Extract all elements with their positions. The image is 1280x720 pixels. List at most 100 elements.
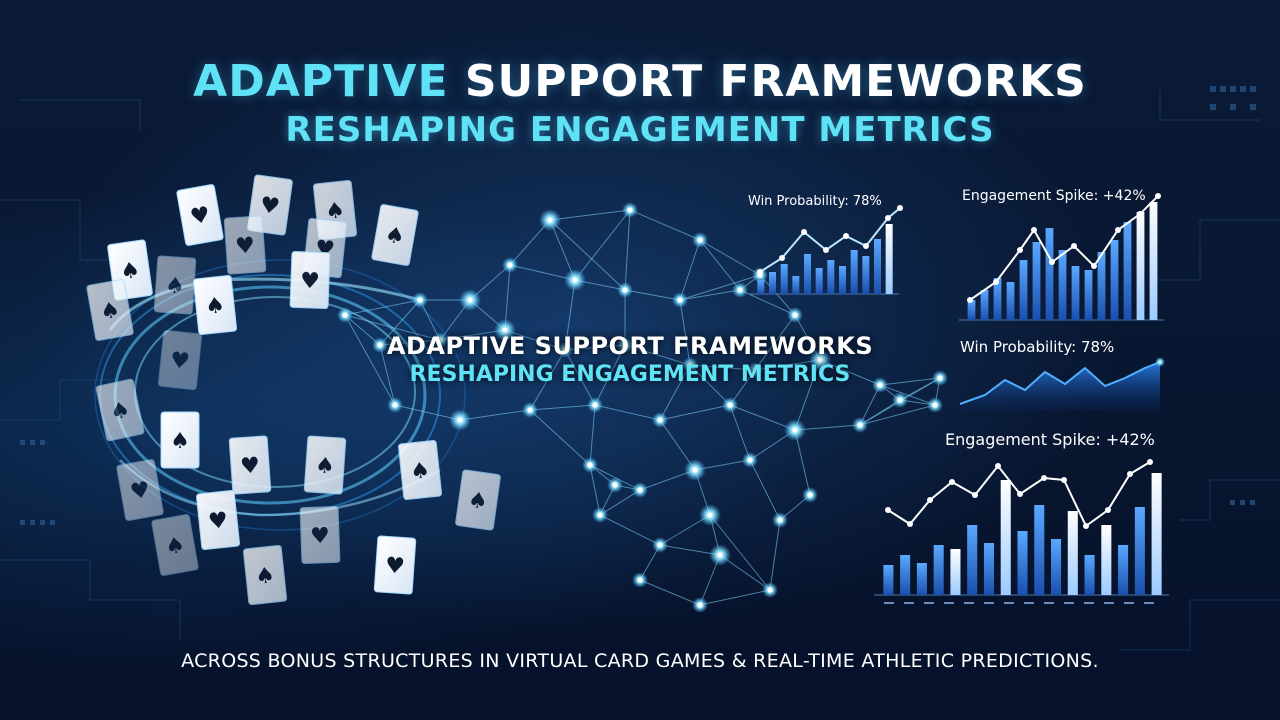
playing-card: ♥	[373, 535, 417, 595]
trend-point	[863, 243, 869, 249]
network-node	[877, 382, 883, 388]
network-link	[379, 299, 421, 346]
bar	[885, 224, 893, 294]
network-node	[612, 482, 618, 488]
network-link	[679, 299, 691, 366]
bar	[792, 276, 800, 294]
network-node	[897, 397, 903, 403]
network-node	[937, 375, 943, 381]
playing-card: ♥	[157, 329, 203, 391]
trend-point	[1017, 491, 1023, 497]
network-link	[379, 344, 396, 406]
network-link	[529, 349, 566, 411]
heart-icon: ♥	[234, 233, 255, 259]
engagement-spike-label-bottom: Engagement Spike: +42%	[945, 430, 1155, 449]
trend-line	[969, 195, 1159, 301]
tick-mark	[1124, 602, 1134, 604]
network-link	[624, 344, 691, 366]
network-node	[717, 552, 723, 558]
bar	[1045, 228, 1054, 320]
card-face	[455, 469, 501, 531]
chart-engagement-spike-bottom	[874, 459, 1169, 604]
card-face	[371, 204, 419, 266]
bar	[1136, 212, 1145, 320]
center-title: ADAPTIVE SUPPORT FRAMEWORKS	[386, 332, 874, 360]
network-link	[624, 289, 681, 301]
network-link	[574, 209, 631, 281]
network-link	[344, 314, 396, 406]
trend-point	[1105, 507, 1111, 513]
playing-card: ♠	[455, 469, 501, 531]
area-fill	[960, 362, 1160, 410]
bar	[1123, 222, 1132, 320]
card-face	[192, 274, 238, 336]
network-node	[597, 512, 603, 518]
bar	[1101, 525, 1112, 595]
card-face	[303, 435, 347, 495]
bar	[933, 545, 944, 595]
network-link	[679, 289, 741, 301]
network-link	[879, 384, 936, 406]
area-end-point	[1155, 357, 1165, 367]
network-link	[729, 404, 751, 461]
card-face	[223, 215, 267, 275]
heart-icon: ♥	[188, 202, 212, 230]
tick-mark	[884, 602, 894, 604]
playing-card: ♥	[228, 435, 272, 495]
network-node	[752, 367, 758, 373]
engagement-spike-label-top: Engagement Spike: +42%	[962, 188, 1146, 204]
bar	[874, 239, 881, 294]
network-node	[697, 237, 703, 243]
tick-mark	[1064, 602, 1074, 604]
tick-mark	[1104, 602, 1114, 604]
center-heading: ADAPTIVE SUPPORT FRAMEWORKS RESHAPING EN…	[330, 332, 930, 387]
chart-win-probability-top	[749, 205, 903, 295]
playing-card: ♠	[86, 279, 134, 341]
playing-card: ♥	[116, 459, 164, 521]
tick-mark	[1024, 602, 1034, 604]
trend-point	[972, 492, 978, 498]
network-link	[699, 239, 761, 276]
spade-icon: ♠	[254, 563, 276, 590]
heart-icon: ♥	[300, 269, 321, 295]
bar	[757, 280, 765, 294]
footer-caption: ACROSS BONUS STRUCTURES IN VIRTUAL CARD …	[181, 650, 1099, 672]
bar	[839, 266, 846, 294]
network-link	[659, 404, 731, 421]
bar	[1134, 507, 1145, 595]
trend-point	[1071, 243, 1077, 249]
trend-point	[885, 215, 891, 221]
trend-point	[1115, 227, 1121, 233]
network-node	[457, 417, 463, 423]
network-map	[337, 202, 948, 613]
network-node	[767, 587, 773, 593]
chart-win-probability-area	[959, 357, 1165, 410]
heart-icon: ♥	[258, 193, 281, 221]
playing-card: ♠	[151, 514, 199, 576]
card-face	[86, 279, 134, 341]
tick-mark	[924, 602, 934, 604]
network-link	[794, 359, 821, 431]
network-node	[817, 357, 823, 363]
network-node	[707, 512, 713, 518]
network-node	[562, 347, 568, 353]
network-link	[699, 239, 741, 291]
bar	[967, 525, 978, 595]
trend-point	[1041, 475, 1047, 481]
card-face	[373, 535, 417, 595]
trend-line	[759, 207, 901, 273]
network-node	[437, 337, 443, 343]
title-accent: ADAPTIVE	[193, 56, 449, 107]
playing-card: ♠	[95, 378, 145, 442]
grid-dots	[20, 86, 1256, 525]
network-node	[637, 487, 643, 493]
network-node	[737, 287, 743, 293]
spade-icon: ♠	[204, 293, 226, 320]
network-link	[564, 349, 596, 406]
bar	[1149, 202, 1158, 320]
bar	[1019, 260, 1028, 320]
network-node	[572, 277, 578, 283]
card-face	[195, 489, 241, 551]
network-link	[529, 404, 596, 411]
trend-point	[907, 521, 913, 527]
